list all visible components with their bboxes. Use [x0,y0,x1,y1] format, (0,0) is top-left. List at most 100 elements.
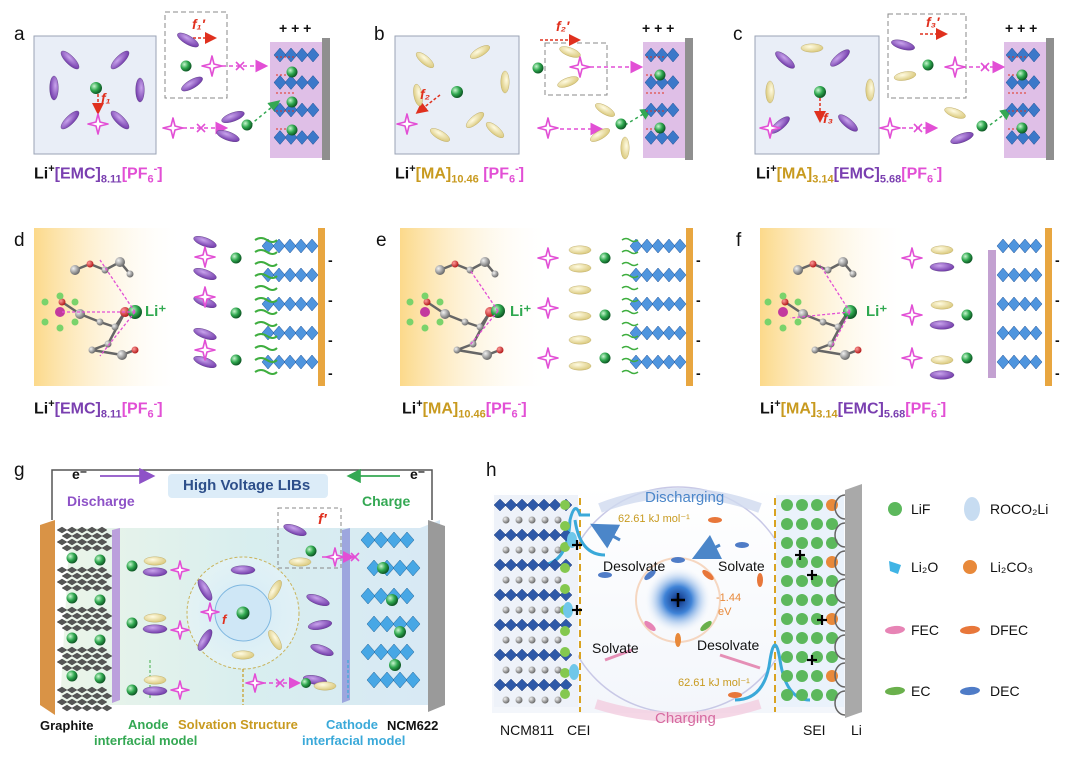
anode-graphite-d [284,268,296,282]
free-solvent-h [728,692,742,698]
molecule-f-p-atom [778,307,788,317]
panel-label-g: g [14,460,25,482]
minus-f-2: - [1055,292,1060,308]
anode-graphite-e [641,355,653,369]
molecule-d-atom [89,347,96,354]
anode-graphite-d [306,239,318,253]
legend-label-roco2li: ROCO₂Li [990,501,1048,517]
li2o-crystal-icon [889,561,901,574]
anode-graphite-e [630,297,642,311]
panel-label-f: f [736,230,741,252]
emc-zoom-c [890,38,915,53]
cei-lif-h [560,626,570,636]
sei-particle-h [811,556,823,568]
ma-solvation-g [232,651,254,659]
legend-label-dec: DEC [990,683,1020,699]
ncm811-atom-h [529,667,536,674]
sei-particle-h [781,518,793,530]
panel-label-h: h [486,460,497,482]
anode-graphite-f [997,297,1009,311]
anode-graphite-f [1030,268,1042,282]
anode-graphite-e [663,355,675,369]
li-ion-lattice-a [287,97,298,108]
ncm811-atom-h [555,637,562,644]
anode-graphite-e [674,355,686,369]
li-ion-interface-e [600,353,611,364]
cathode-current-collector [428,520,445,712]
g-f-prime: f′ [318,511,327,528]
h-ev-value: -1.44 [716,592,741,604]
pf6-anion-free-b [538,118,558,138]
molecule-f-f-atom [795,319,802,326]
anode-graphite-f [1030,326,1042,340]
pf6-anion-zoom-a [202,56,222,76]
cei-li2o-h [563,602,573,618]
legend-label-fec: FEC [911,622,939,638]
sei-particle-h [796,537,808,549]
li-label-e: Li⁺ [510,302,531,320]
ncm811-atom-h [516,607,523,614]
molecule-e-atom [492,271,499,278]
li2co3-sphere-icon [963,560,977,574]
formula-f: Li+[MA]3.14[EMC]5.68[PF6-] [760,398,946,421]
molecule-e-atom [435,265,445,275]
molecule-e-f-atom [437,319,444,326]
emc-zoom-a [179,74,204,93]
molecule-d-atom [115,257,125,267]
li-ion-graphite-g [67,553,78,564]
f2-prime-label: f₂′ [556,18,569,34]
legend-label-li2co3: Li₂CO₃ [990,559,1033,575]
g-e-left: e⁻ [72,466,87,483]
graphite-layer-g [72,705,82,711]
sei-particle-h [796,670,808,682]
molecule-e-atom [497,347,504,354]
anode-graphite-d [295,326,307,340]
ma-zoom-b [558,44,582,59]
li-ion-cathode-g [394,626,406,638]
ncm811-atom-h [542,517,549,524]
li-ion-interface-e [600,253,611,264]
ncm811-atom-h [503,547,510,554]
h-solvate-bottom: Solvate [592,640,639,656]
emc-free-c [949,130,974,146]
anode-graphite-e [663,239,675,253]
molecule-f-atom [812,347,819,354]
anode-graphite-e [652,239,664,253]
sei-particle-h [781,537,793,549]
ma-free-g [314,682,336,690]
sei-particle-h [781,632,793,644]
ma-interface-e [569,246,591,254]
g-cathode-line1: Cathode [326,717,378,732]
ma-anode-g [144,614,166,622]
li-ion-zoom-c [923,60,934,71]
sei-particle-h [781,689,793,701]
ma-zoom-c [893,70,916,82]
g-cathode-line2: interfacial model [302,733,405,748]
panel-label-c: c [733,24,743,46]
panel-label-d: d [14,230,25,252]
cei-lif-h [560,521,570,531]
sei-fibers-e [622,347,638,350]
ncm811-atom-h [542,547,549,554]
anode-graphite-f [1008,297,1020,311]
cei-lif-h [560,689,570,699]
sei-fibers-e [622,263,638,266]
anode-current-collector-e [686,228,693,386]
formula-c: Li+[MA]3.14[EMC]5.68[PF6-] [756,163,942,186]
ma-solvation-b [501,71,509,93]
anode-graphite-f [1019,355,1031,369]
legend-label-lif: LiF [911,501,930,517]
anode-graphite-d [295,268,307,282]
minus-e-1: - [696,252,701,268]
anode-graphite-f [997,268,1009,282]
ma-zoom-b [556,74,580,89]
ma-interface-f [931,246,953,254]
ma-interface-e [569,362,591,370]
free-solvent-h [708,517,722,523]
panel-label-e: e [376,230,387,252]
cathode-cei-film [342,528,350,703]
molecule-d-atom [132,347,139,354]
molecule-f-atom [820,319,827,326]
li-ion-zoom-g [306,546,317,557]
